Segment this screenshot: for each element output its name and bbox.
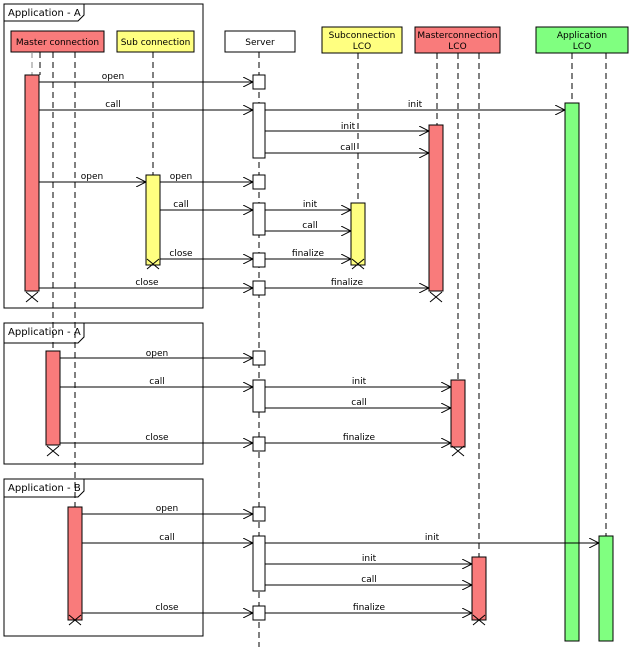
msg-call-slco-label: call bbox=[302, 221, 317, 231]
participant-label-line2: LCO bbox=[353, 42, 371, 52]
msg-a2-call-lco-label: call bbox=[351, 398, 366, 408]
participant-masterconnection-lco: Masterconnection LCO bbox=[414, 26, 501, 54]
server-box-b-close bbox=[252, 605, 266, 621]
activations bbox=[24, 74, 614, 642]
server-box-b-call bbox=[252, 535, 266, 592]
participant-label-line1: Masterconnection bbox=[417, 31, 497, 41]
participant-label: Server bbox=[245, 38, 275, 48]
server-box-call bbox=[252, 102, 266, 159]
frame-application-a-1: Application - A bbox=[3, 3, 204, 309]
msg-b-open-label: open bbox=[156, 504, 178, 514]
destroy-master-a-icon bbox=[25, 291, 39, 303]
msg-b-close-label: close bbox=[155, 603, 179, 613]
frame-application-a-2: Application - A bbox=[3, 322, 204, 465]
msg-open-label: open bbox=[102, 72, 124, 82]
participant-sub-connection: Sub connection bbox=[116, 30, 195, 53]
activation-master-b bbox=[67, 506, 83, 621]
participant-label: Sub connection bbox=[121, 38, 191, 48]
msg-b-init-app-label: init bbox=[425, 533, 440, 543]
destroy-master-a2-icon bbox=[46, 445, 60, 457]
participant-label-line1: Subconnection bbox=[329, 31, 396, 41]
activation-sublco bbox=[350, 202, 366, 266]
server-box-open bbox=[252, 74, 266, 90]
destroy-masterlco-a2-icon bbox=[451, 445, 465, 457]
frame-title: Application - A bbox=[8, 327, 81, 338]
destroy-sub-icon bbox=[146, 258, 160, 270]
msg-call-mlco-label: call bbox=[340, 143, 355, 153]
frame-application-b: Application - B bbox=[3, 478, 204, 637]
participant-label: Master connection bbox=[16, 38, 99, 48]
msg-sub-close-label: close bbox=[169, 249, 193, 259]
msg-sub-open-label: open bbox=[81, 172, 103, 182]
activation-master-a bbox=[24, 74, 40, 292]
participant-label-line1: Application bbox=[557, 31, 607, 41]
msg-a2-fin-label: finalize bbox=[343, 433, 376, 443]
participant-label-line2: LCO bbox=[573, 42, 591, 52]
server-box-sub-call bbox=[252, 202, 266, 236]
destroy-master-b-icon bbox=[68, 614, 82, 626]
server-box-a2-close bbox=[252, 436, 266, 452]
activation-masterlco-a bbox=[428, 124, 444, 292]
activation-masterlco-a2 bbox=[450, 379, 466, 448]
activation-applco-a bbox=[564, 102, 580, 642]
msg-a2-init-label: init bbox=[352, 377, 367, 387]
server-box-a2-call bbox=[252, 379, 266, 413]
server-box-sub-close bbox=[252, 252, 266, 268]
msg-init-app-label: init bbox=[408, 100, 423, 110]
activation-sub bbox=[145, 174, 161, 266]
msg-sub-call-label: call bbox=[173, 200, 188, 210]
frame-title: Application - B bbox=[8, 483, 81, 494]
activation-master-a2 bbox=[45, 350, 61, 446]
server-box-close bbox=[252, 280, 266, 296]
participant-application-lco: Application LCO bbox=[535, 26, 629, 54]
msg-a2-open-label: open bbox=[146, 349, 168, 359]
destroy-masterlco-b-icon bbox=[472, 614, 486, 626]
msg-a2-call-label: call bbox=[149, 377, 164, 387]
msg-b-call-label: call bbox=[159, 533, 174, 543]
activation-applco-b bbox=[598, 535, 614, 642]
destroy-masterlco-a-icon bbox=[429, 291, 443, 303]
participant-server: Server bbox=[224, 30, 296, 53]
msg-b-fin-label: finalize bbox=[353, 603, 386, 613]
frame-title: Application - A bbox=[8, 8, 81, 19]
server-box-sub-open bbox=[252, 174, 266, 190]
msg-b-init-label: init bbox=[362, 554, 377, 564]
msg-sub-open-srv-label: open bbox=[170, 172, 192, 182]
lifelines bbox=[31, 52, 607, 647]
server-box-a2-open bbox=[252, 350, 266, 366]
msg-a2-close-label: close bbox=[145, 433, 169, 443]
msg-init-slco-label: init bbox=[303, 200, 318, 210]
msg-init-mlco-label: init bbox=[341, 122, 356, 132]
destroy-sublco-icon bbox=[351, 258, 365, 270]
participant-label-line2: LCO bbox=[448, 42, 466, 52]
msg-call-label: call bbox=[105, 100, 120, 110]
server-box-b-open bbox=[252, 506, 266, 522]
activation-masterlco-b bbox=[471, 556, 487, 621]
msg-fin-mlco-label: finalize bbox=[331, 278, 364, 288]
participant-subconnection-lco: Subconnection LCO bbox=[321, 26, 403, 54]
msg-close-label: close bbox=[135, 278, 159, 288]
message-labels: open call init init call open open call … bbox=[81, 72, 440, 613]
msg-b-call-lco-label: call bbox=[361, 575, 376, 585]
messages bbox=[39, 82, 598, 613]
destruction-marks bbox=[25, 258, 486, 626]
msg-fin-slco-label: finalize bbox=[292, 249, 325, 259]
participant-master-connection: Master connection bbox=[10, 30, 105, 53]
